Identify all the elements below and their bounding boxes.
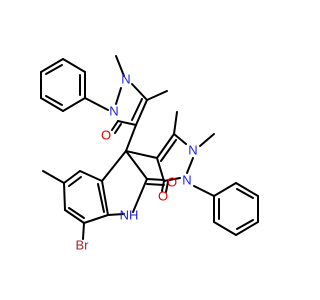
bond	[40, 58, 64, 73]
bond	[101, 180, 109, 216]
atom-oxygen-top: O	[101, 127, 111, 142]
atom-bromine: Br	[76, 237, 90, 252]
bond	[131, 83, 148, 101]
bond	[186, 157, 194, 174]
bond	[125, 150, 158, 159]
structure-canvas: N N O N N O O NH Br	[40, 55, 259, 252]
bond	[79, 170, 103, 182]
bond	[213, 221, 237, 236]
bond	[83, 214, 109, 224]
pyrazolone-ring-right	[125, 111, 215, 193]
bond	[63, 170, 81, 184]
bond	[146, 90, 168, 101]
bond	[40, 97, 64, 112]
bond	[132, 178, 148, 213]
molecule-diagram: N N O N N O O NH Br	[40, 55, 259, 252]
indolinone-core	[42, 150, 165, 240]
bond	[107, 213, 125, 216]
phenyl-ring-right	[213, 182, 259, 236]
bond	[165, 181, 169, 193]
bond	[115, 55, 125, 77]
bond	[236, 219, 254, 230]
bond	[45, 95, 63, 106]
bond	[173, 111, 178, 135]
bond	[125, 124, 137, 152]
bond	[156, 133, 175, 159]
bond	[146, 183, 165, 186]
bond	[163, 177, 181, 182]
bond	[64, 209, 85, 224]
bond	[84, 97, 109, 111]
bond	[68, 207, 85, 219]
bond	[235, 182, 259, 197]
phenyl-ring-top	[40, 58, 86, 112]
atom-nitrogen-right-1: N	[188, 142, 197, 157]
bond	[161, 180, 165, 192]
bond	[213, 182, 237, 197]
bond	[111, 120, 119, 131]
bond	[236, 188, 254, 199]
pyrazolone-ring-top	[111, 55, 168, 134]
bond	[97, 183, 105, 213]
atom-oxygen-right: O	[158, 188, 168, 203]
bond	[160, 139, 177, 162]
bond	[101, 150, 127, 182]
bond	[199, 133, 215, 147]
bond	[62, 58, 86, 73]
atom-nitrogen-right-2: N	[182, 172, 191, 187]
bond	[173, 133, 187, 145]
bond	[42, 170, 65, 184]
bond	[63, 182, 66, 211]
bond	[62, 97, 86, 112]
atom-nitrogen-top-1: N	[109, 103, 118, 118]
bond	[45, 64, 63, 75]
bond	[235, 221, 259, 236]
bond	[82, 222, 85, 240]
bond	[125, 150, 148, 180]
bond	[135, 99, 148, 126]
bond	[131, 98, 143, 121]
bond	[156, 157, 165, 182]
bond	[146, 178, 165, 181]
bond	[115, 87, 122, 105]
bond	[114, 123, 122, 134]
bond	[193, 185, 215, 197]
atom-nh-indole: NH	[120, 207, 139, 222]
atom-oxygen-indole: O	[167, 174, 177, 189]
atom-nitrogen-top-2: N	[121, 71, 130, 86]
bond	[117, 120, 137, 126]
bond	[68, 176, 82, 187]
